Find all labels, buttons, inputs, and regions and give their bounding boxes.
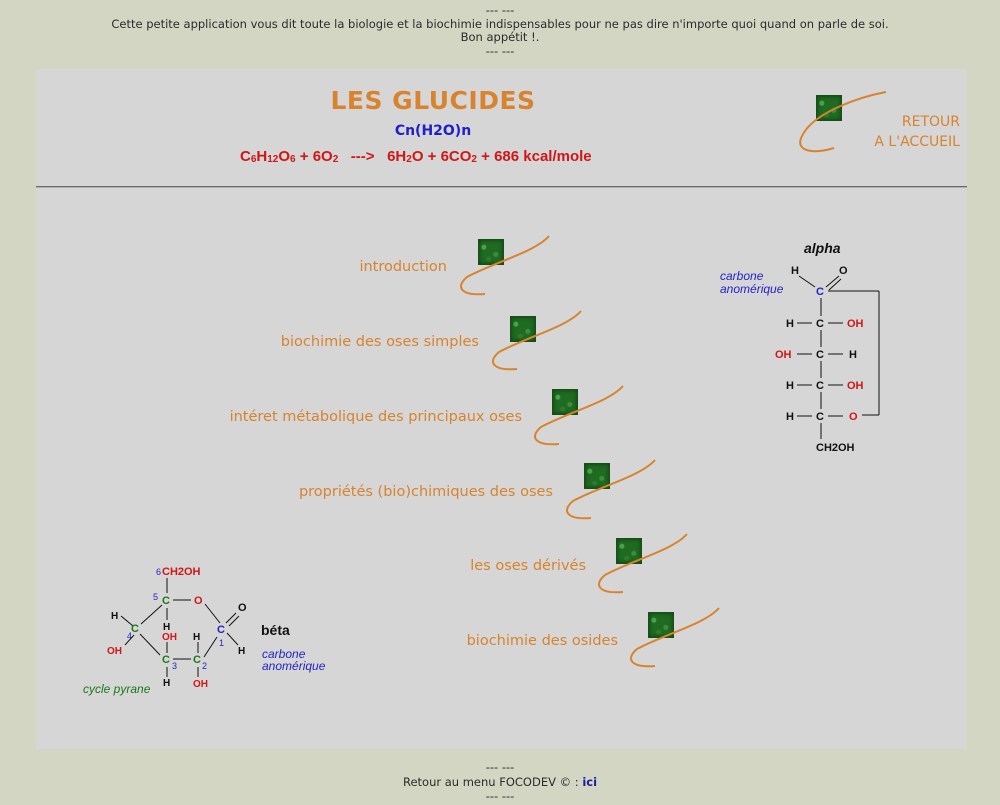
menu-item-interet-metabolique[interactable]: intéret métabolique des principaux oses <box>229 409 522 425</box>
alpha-structure-diagram: alpha carbone anomérique H O C H C OH OH… <box>720 240 880 454</box>
atom-ch2oh: CH2OH <box>816 442 855 454</box>
reaction-sub: 6 <box>290 154 296 165</box>
main-panel <box>36 69 967 749</box>
menu-item-oses-simples[interactable]: biochimie des oses simples <box>280 334 479 350</box>
cycle-caption: cycle pyrane <box>83 682 151 696</box>
anomeric-label-2: anomérique <box>720 282 784 296</box>
atom-h: H <box>786 380 794 392</box>
carbon-number: 1 <box>219 638 224 648</box>
footer-link-ici[interactable]: ici <box>582 774 598 789</box>
reaction-part: C <box>240 148 251 165</box>
atom-c-anomeric: C <box>816 286 824 298</box>
atom-oh: OH <box>775 349 792 361</box>
footer-text: Retour au menu FOCODEV © : <box>402 774 583 789</box>
reaction-part: + 6O <box>295 148 333 165</box>
atom-h: H <box>193 632 200 643</box>
reaction-part: H <box>256 148 268 165</box>
menu-bullet-icon[interactable] <box>648 612 674 638</box>
reaction-arrow: ---> <box>350 148 375 165</box>
reaction-part: + 686 kcal/mole <box>476 148 592 165</box>
reaction-part: O <box>278 148 291 165</box>
carbon-number: 2 <box>202 661 207 671</box>
anomeric-label-2: anomérique <box>262 659 326 673</box>
retour-line-2: A L'ACCUEIL <box>874 134 960 150</box>
header-divider <box>36 186 967 188</box>
footer-line: Retour au menu FOCODEV © : ici <box>0 775 1000 790</box>
general-formula-text: Cn(H2O)n <box>394 123 472 139</box>
menu-item-introduction[interactable]: introduction <box>359 259 447 275</box>
menu-bullet-icon[interactable] <box>478 239 504 265</box>
atom-ch2oh: CH2OH <box>162 566 201 578</box>
reaction-sub: 2 <box>471 154 477 165</box>
retour-icon[interactable] <box>816 95 842 121</box>
intro-text: Cette petite application vous dit toute … <box>111 16 889 31</box>
carbon-number: 5 <box>153 592 158 602</box>
page-title: LES GLUCIDES <box>330 86 536 115</box>
separator: --- --- <box>485 3 515 17</box>
atom-oh: OH <box>193 679 208 690</box>
menu-bullet-icon[interactable] <box>510 316 536 342</box>
carbon-number: 3 <box>172 661 177 671</box>
atom-h: H <box>163 678 170 689</box>
atom-o: O <box>238 602 247 614</box>
reaction-equation: C6H12O6 + 6O2 ---> 6H2O + 6CO2 + 686 kca… <box>240 148 592 165</box>
beta-title: béta <box>261 622 290 638</box>
atom-c-anomeric: C <box>217 624 225 636</box>
alpha-title: alpha <box>804 240 841 256</box>
atom-h: H <box>786 411 794 423</box>
separator: --- --- <box>485 43 515 58</box>
ring-oxygen: O <box>194 595 203 607</box>
intro-note: --- --- Cette petite application vous di… <box>0 3 1000 58</box>
menu-bullet-icon[interactable] <box>616 538 642 564</box>
atom-h: H <box>786 318 794 330</box>
atom-h: H <box>111 611 118 622</box>
atom-c: C <box>816 411 824 423</box>
menu-item-osides[interactable]: biochimie des osides <box>466 633 618 649</box>
menu-bullet-icon[interactable] <box>552 389 578 415</box>
atom-c: C <box>816 349 824 361</box>
menu-item-oses-derives[interactable]: les oses dérivés <box>470 558 586 574</box>
separator: --- --- <box>485 760 515 774</box>
atom-c: C <box>816 318 824 330</box>
menu-item-proprietes[interactable]: propriétés (bio)chimiques des oses <box>298 484 553 500</box>
atom-o: O <box>849 411 858 423</box>
atom-c: C <box>816 380 824 392</box>
atom-h: H <box>163 622 170 633</box>
carbon-number: 4 <box>127 631 132 641</box>
atom-c: C <box>162 654 170 666</box>
atom-h: H <box>238 646 245 657</box>
reaction-sub: 2 <box>332 154 339 165</box>
beta-structure-diagram: 6 CH2OH 5 C O H H 4 C OH OH C 3 H H C 2 … <box>83 566 326 696</box>
atom-oh: OH <box>162 632 177 643</box>
atom-c: C <box>193 654 201 666</box>
reaction-sub: 2 <box>406 154 412 165</box>
retour-accueil-link[interactable]: RETOUR A L'ACCUEIL <box>848 112 960 152</box>
atom-o: O <box>839 265 848 277</box>
reaction-sub: 6 <box>250 154 257 165</box>
footer: --- --- Retour au menu FOCODEV © : ici -… <box>0 760 1000 804</box>
reaction-part: O + 6CO <box>411 148 472 165</box>
separator: --- --- <box>485 789 515 803</box>
anomeric-label: carbone <box>720 269 764 283</box>
anomeric-label: carbone <box>262 647 306 661</box>
atom-oh: OH <box>107 646 122 657</box>
atom-oh: OH <box>847 318 864 330</box>
reaction-sub: 12 <box>267 154 279 165</box>
atom-oh: OH <box>847 380 864 392</box>
atom-c: C <box>162 595 170 607</box>
menu-bullet-icon[interactable] <box>584 463 610 489</box>
intro-text-2: Bon appétit !. <box>460 30 540 44</box>
carbon-number: 6 <box>156 567 161 577</box>
general-formula: Cn(H2O)n <box>0 123 866 139</box>
reaction-part: 6H <box>387 148 407 165</box>
atom-h: H <box>849 349 857 361</box>
atom-c: C <box>131 623 139 635</box>
atom-h: H <box>791 265 799 277</box>
retour-line-1: RETOUR <box>901 114 960 130</box>
